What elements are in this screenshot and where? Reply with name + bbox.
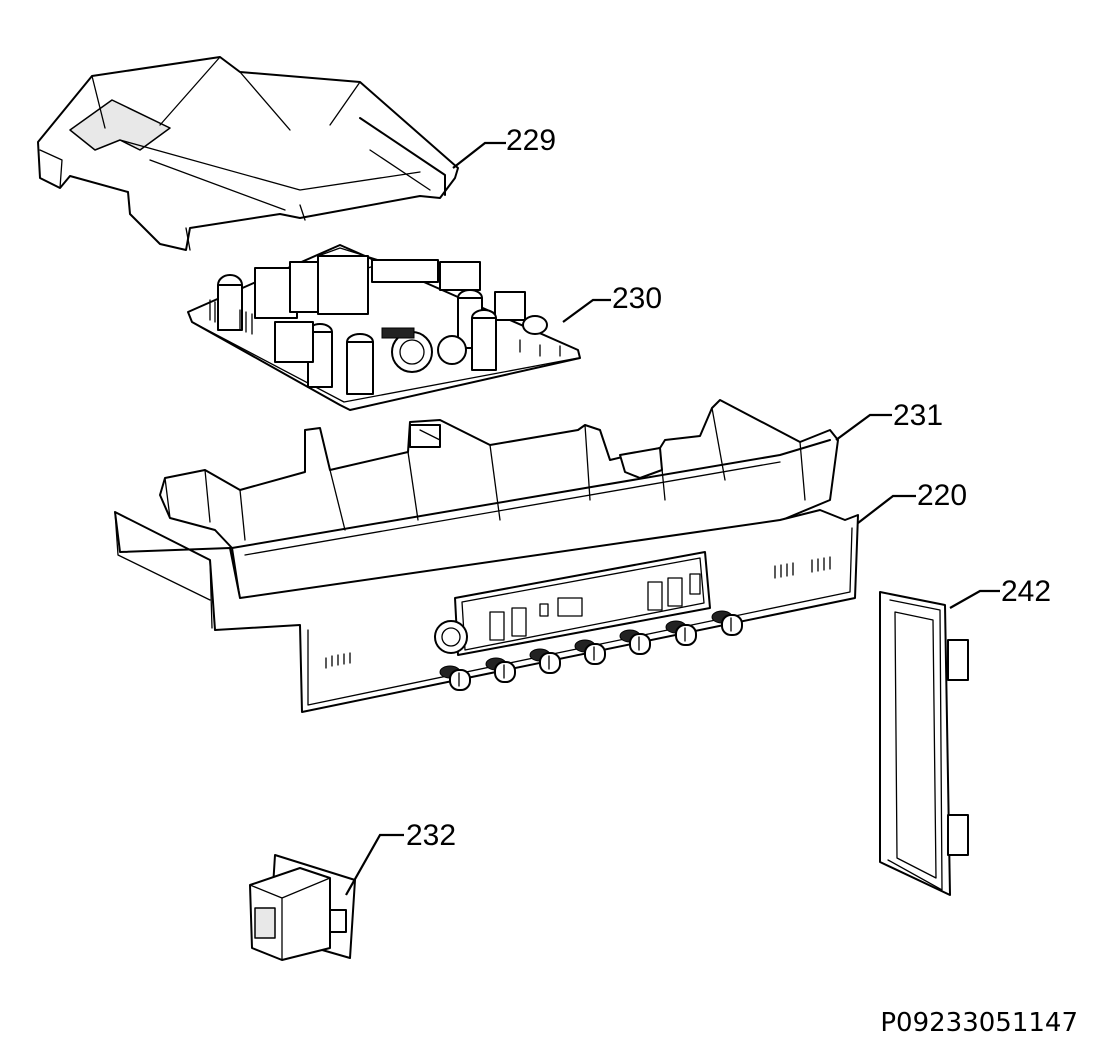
display-segments xyxy=(489,573,701,641)
callout-230: 230 xyxy=(612,282,662,315)
callout-232: 232 xyxy=(406,819,456,852)
part-229-cover xyxy=(37,56,459,251)
leader-lines xyxy=(345,141,1000,896)
part-242-bezel xyxy=(879,591,969,896)
leader-242 xyxy=(949,589,1000,609)
panel-buttons xyxy=(434,610,743,691)
document-number: P09233051147 xyxy=(880,1008,1078,1038)
leader-230 xyxy=(562,298,611,323)
callout-220: 220 xyxy=(917,479,967,512)
callout-242: 242 xyxy=(1001,575,1051,608)
part-220-control-panel xyxy=(114,509,859,713)
part-231-frame xyxy=(159,399,839,603)
part-232-transformer xyxy=(249,854,356,961)
leader-232 xyxy=(345,833,404,896)
callout-231: 231 xyxy=(893,399,943,432)
part-230-pcb xyxy=(187,244,581,411)
callout-229: 229 xyxy=(506,124,556,157)
leader-220 xyxy=(857,494,916,524)
leader-231 xyxy=(835,413,892,441)
callout-labels: 229 230 231 220 242 232 xyxy=(406,124,1051,852)
leader-229 xyxy=(452,141,506,169)
